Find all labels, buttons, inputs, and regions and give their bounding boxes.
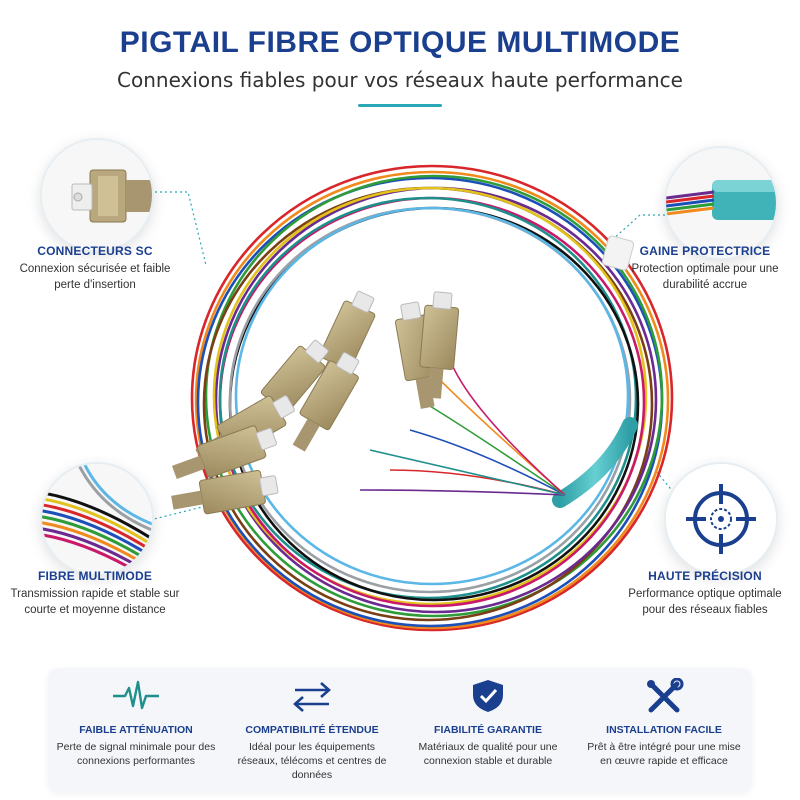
feature-installation-facile: INSTALLATION FACILE Prêt à être intégré … xyxy=(576,668,752,792)
callout-title: FIBRE MULTIMODE xyxy=(37,569,153,583)
signal-pulse-icon xyxy=(111,678,161,714)
features-panel: FAIBLE ATTÉNUATION Perte de signal minim… xyxy=(48,668,752,792)
callout-title: HAUTE PRÉCISION xyxy=(648,569,762,583)
feature-desc: Perte de signal minimale pour des connex… xyxy=(56,741,216,768)
fiber-loops xyxy=(190,164,674,632)
target-crosshair-icon xyxy=(664,462,778,576)
sc-connectors-cluster xyxy=(171,290,460,515)
swap-arrows-icon xyxy=(287,678,337,714)
callout-desc: Protection optimale pour une durabilité … xyxy=(631,263,779,291)
fiber-tails xyxy=(359,359,566,496)
callout-gaine-protectrice: GAINE PROTECTRICE Protection optimale po… xyxy=(620,244,790,293)
feature-title: FAIBLE ATTÉNUATION xyxy=(79,724,193,736)
protective-sheath-icon xyxy=(664,146,778,260)
title-underline xyxy=(358,104,442,107)
feature-title: INSTALLATION FACILE xyxy=(606,724,722,736)
callout-title: GAINE PROTECTRICE xyxy=(639,244,771,258)
feature-desc: Idéal pour les équipements réseaux, télé… xyxy=(237,741,387,782)
callout-desc: Transmission rapide et stable sur courte… xyxy=(10,588,180,616)
feature-desc: Matériaux de qualité pour une connexion … xyxy=(418,741,558,768)
callout-desc: Connexion sécurisée et faible perte d'in… xyxy=(19,263,171,291)
shield-check-icon xyxy=(463,678,513,714)
feature-title: COMPATIBILITÉ ÉTENDUE xyxy=(245,724,379,736)
callout-fibre-multimode: FIBRE MULTIMODE Transmission rapide et s… xyxy=(10,569,180,618)
fiber-strands-icon xyxy=(40,462,154,576)
feature-compatibilite-etendue: COMPATIBILITÉ ÉTENDUE Idéal pour les équ… xyxy=(224,668,400,792)
feature-fiabilite-garantie: FIABILITÉ GARANTIE Matériaux de qualité … xyxy=(400,668,576,792)
feature-desc: Prêt à être intégré pour une mise en œuv… xyxy=(587,741,741,768)
callout-title: CONNECTEURS SC xyxy=(37,244,153,258)
feature-faible-attenuation: FAIBLE ATTÉNUATION Perte de signal minim… xyxy=(48,668,224,792)
tools-icon xyxy=(639,677,689,714)
sc-connector-icon xyxy=(40,138,154,252)
sheath-segment xyxy=(552,417,638,508)
callout-connecteurs-sc: CONNECTEURS SC Connexion sécurisée et fa… xyxy=(10,244,180,293)
callout-haute-precision: HAUTE PRÉCISION Performance optique opti… xyxy=(620,569,790,618)
page-subtitle: Connexions fiables pour vos réseaux haut… xyxy=(117,68,683,92)
page-title: PIGTAIL FIBRE OPTIQUE MULTIMODE xyxy=(119,26,681,59)
callout-desc: Performance optique optimale pour des ré… xyxy=(628,588,782,616)
feature-title: FIABILITÉ GARANTIE xyxy=(434,724,542,736)
